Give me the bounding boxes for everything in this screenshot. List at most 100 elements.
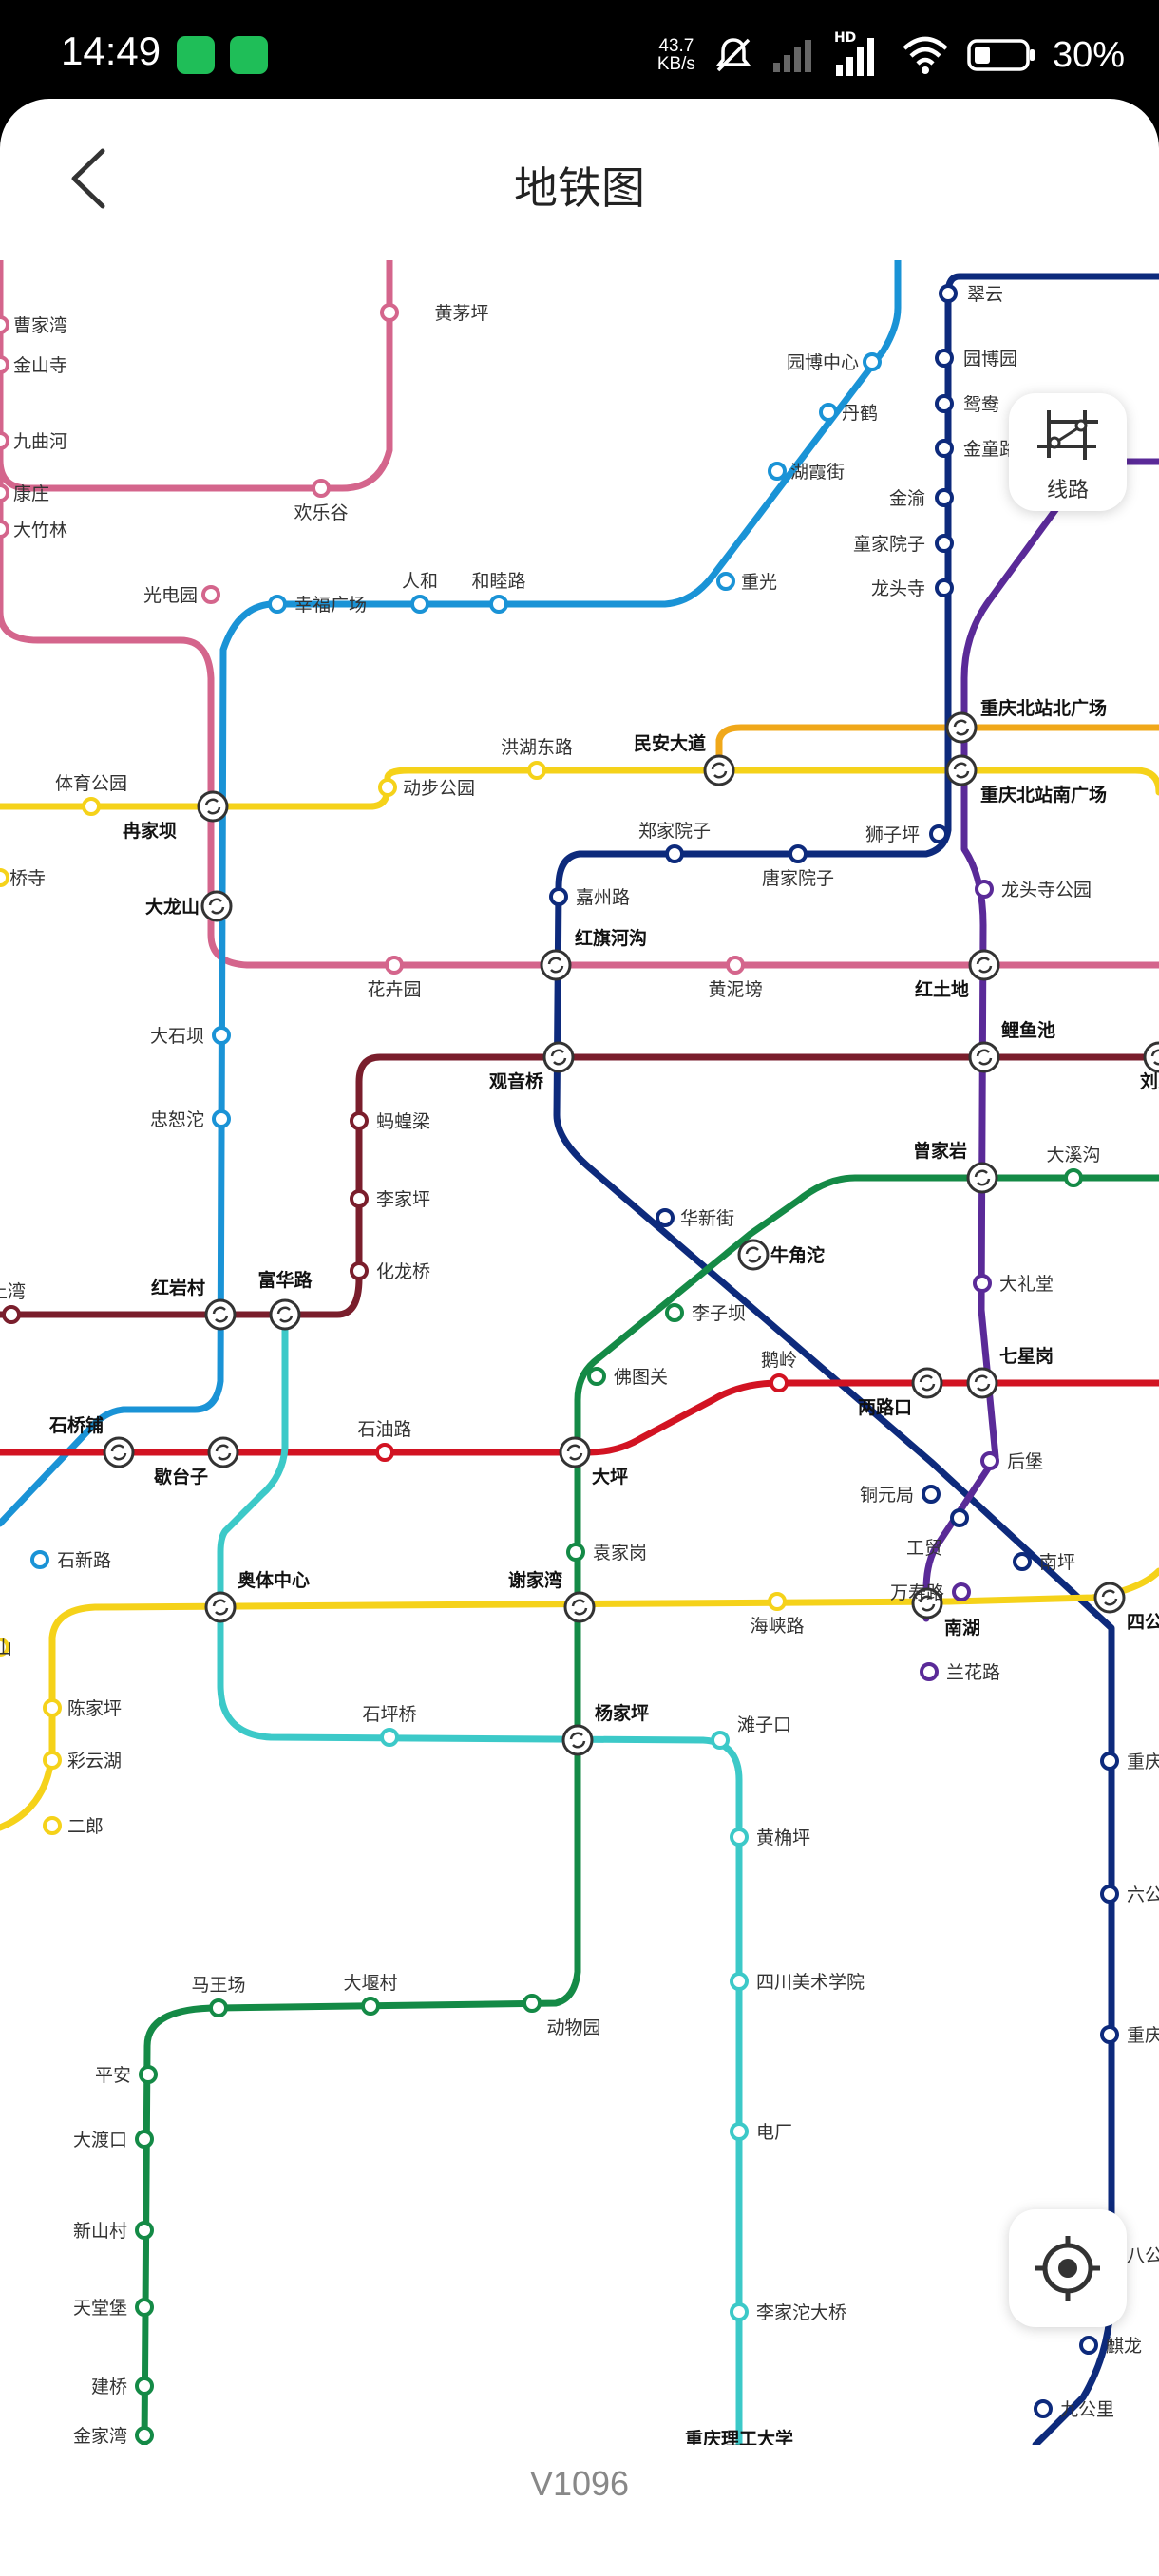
station-dot-tangjiayuanzi[interactable] (788, 844, 808, 863)
station-dot-dayancun[interactable] (361, 1997, 380, 2016)
station-dot-xinshancun[interactable] (135, 2221, 154, 2240)
station-dot-wanshoulu[interactable] (952, 1582, 971, 1601)
station-dot-hualongqiao[interactable] (350, 1261, 369, 1280)
station-dot-yuanboyuan[interactable] (935, 349, 954, 368)
station-dot-nanping[interactable] (1013, 1552, 1032, 1571)
station-dot-huangmaoping[interactable] (380, 303, 399, 322)
station-dot-hexulu[interactable] (489, 595, 508, 614)
station-dot-huxiajie[interactable] (768, 462, 787, 481)
station-dot-cuiyun[interactable] (939, 284, 958, 303)
station-dot-tuwan[interactable] (2, 1305, 21, 1324)
transfer-icon-daping[interactable] (559, 1436, 591, 1468)
station-dot-chongqing2[interactable] (1100, 1752, 1119, 1771)
station-dot-ehling[interactable] (770, 1373, 788, 1392)
station-dot-zhongnantuo[interactable] (212, 1109, 231, 1128)
station-dot-daxigou[interactable] (1064, 1168, 1083, 1187)
station-dot-xingfuguangchang[interactable] (268, 595, 287, 614)
station-dot-haixialu[interactable] (768, 1592, 787, 1611)
transfer-icon-xietaizi[interactable] (207, 1436, 239, 1468)
station-dot-tiantangbao[interactable] (135, 2298, 154, 2317)
transfer-icon-shiqiaopu[interactable] (103, 1436, 135, 1468)
station-dot-longtousigongyuan[interactable] (975, 880, 994, 899)
transfer-icon-aotizhongxin[interactable] (204, 1591, 237, 1623)
transfer-icon-qixinggang[interactable] (966, 1367, 998, 1399)
station-dot-jinjiawan[interactable] (135, 2426, 154, 2445)
station-dot-shiyoulu[interactable] (375, 1443, 394, 1462)
station-dot-dalitang[interactable] (973, 1274, 992, 1293)
station-dot-longtousi[interactable] (935, 578, 954, 597)
station-dot-chongguang[interactable] (716, 572, 735, 591)
station-dot-dadukou[interactable] (135, 2130, 154, 2149)
station-dot-zhengjiayuanzi[interactable] (665, 844, 684, 863)
station-dot-caojiawan[interactable] (0, 315, 10, 334)
station-dot-liziba[interactable] (665, 1303, 684, 1322)
station-dot-jiuquhe[interactable] (0, 431, 10, 450)
station-dot-yuanbozhongxin[interactable] (863, 352, 882, 371)
transfer-icon-sigongli[interactable] (1093, 1582, 1126, 1614)
station-dot-fotuguan[interactable] (587, 1367, 606, 1386)
transfer-icon-zengjiayan[interactable] (966, 1162, 998, 1194)
station-dot-gongmao[interactable] (950, 1508, 969, 1527)
back-button[interactable] (55, 141, 122, 217)
station-dot-mahuangliang[interactable] (350, 1111, 369, 1130)
station-dot-huangnibang[interactable] (726, 956, 745, 975)
station-dot-kangzhuang[interactable] (0, 483, 10, 502)
transfer-icon-dalongshan[interactable] (200, 890, 233, 922)
station-dot-tiyugongyuan[interactable] (82, 797, 101, 816)
transfer-icon-cqbeizhannan[interactable] (945, 754, 978, 786)
transfer-icon-yangjiaping[interactable] (561, 1724, 594, 1756)
station-dot-tongjiayuanzi[interactable] (935, 534, 954, 553)
station-dot-huahuiyuan[interactable] (385, 956, 404, 975)
transfer-icon-lianglukou[interactable] (911, 1367, 943, 1399)
station-dot-huanlegu[interactable] (312, 479, 331, 498)
station-dot-danhe[interactable] (819, 403, 838, 422)
station-dot-scmsxy[interactable] (730, 1972, 749, 1991)
station-dot-tongyuanju[interactable] (922, 1485, 940, 1504)
station-dot-shan[interactable] (0, 1638, 10, 1657)
station-dot-lanhualu[interactable] (920, 1662, 939, 1681)
station-dot-mawangchang[interactable] (209, 1998, 228, 2017)
transfer-icon-ranjiaba[interactable] (197, 790, 229, 823)
metro-map-canvas[interactable]: 曹家湾金山寺九曲河康庄大竹林黄茅坪欢乐谷光电园园博中心丹鹤湖霞街人和和睦路重光幸… (0, 260, 1159, 2445)
station-dot-jiazhoulu[interactable] (549, 887, 568, 906)
station-dot-caiyunhu[interactable] (43, 1751, 62, 1770)
transfer-icon-hongtudi[interactable] (968, 949, 1000, 981)
station-dot-jinshansi[interactable] (0, 355, 10, 374)
station-dot-pingan[interactable] (139, 2065, 158, 2084)
transfer-icon-nanhu[interactable] (911, 1587, 943, 1619)
station-dot-dashiba[interactable] (212, 1026, 231, 1045)
transfer-icon-hongqihegou[interactable] (540, 949, 572, 981)
station-dot-chenjiaping[interactable] (43, 1698, 62, 1717)
station-dot-honghudonglu[interactable] (527, 761, 546, 780)
station-dot-huangjueping[interactable] (730, 1828, 749, 1847)
station-dot-liugong[interactable] (1100, 1885, 1119, 1904)
transfer-icon-fuhualu[interactable] (269, 1298, 301, 1331)
station-dot-houbao[interactable] (980, 1451, 999, 1470)
station-dot-lijiaping[interactable] (350, 1189, 369, 1208)
nav-menu-button[interactable] (290, 2568, 366, 2576)
station-dot-tanzikou[interactable] (711, 1731, 730, 1750)
locate-button[interactable] (1009, 2209, 1127, 2327)
station-dot-jinyu[interactable] (935, 488, 954, 507)
station-dot-qilong[interactable] (1079, 2336, 1098, 2355)
transfer-icon-guanyinqiao[interactable] (542, 1041, 575, 1073)
transfer-icon-cqbeizhanbei[interactable] (945, 711, 978, 744)
station-dot-dongbugongyuan[interactable] (378, 778, 397, 797)
station-dot-shixinlu[interactable] (30, 1550, 49, 1569)
station-dot-shipingqiao[interactable] (380, 1728, 399, 1747)
transfer-icon-liujia[interactable] (1143, 1041, 1159, 1073)
station-dot-jianqiao[interactable] (135, 2377, 154, 2396)
station-dot-chongqing3[interactable] (1100, 2025, 1119, 2044)
station-dot-guangdianyuan[interactable] (201, 585, 220, 604)
transfer-icon-lijiachi[interactable] (968, 1041, 1000, 1073)
nav-back-button[interactable] (794, 2568, 870, 2576)
station-dot-lijiatuodaqiao[interactable] (730, 2302, 749, 2321)
station-dot-dianchang[interactable] (730, 2122, 749, 2141)
station-dot-dongwuyuan[interactable] (522, 1994, 542, 2013)
station-dot-yuanjiagang[interactable] (566, 1543, 585, 1562)
station-dot-jintonglu[interactable] (935, 439, 954, 458)
transfer-icon-niujiaotuo[interactable] (737, 1239, 770, 1271)
metro-map[interactable]: 曹家湾金山寺九曲河康庄大竹林黄茅坪欢乐谷光电园园博中心丹鹤湖霞街人和和睦路重光幸… (0, 260, 1159, 2445)
station-dot-jiulongli[interactable] (1034, 2399, 1053, 2418)
lines-button[interactable]: 线路 (1009, 393, 1127, 511)
